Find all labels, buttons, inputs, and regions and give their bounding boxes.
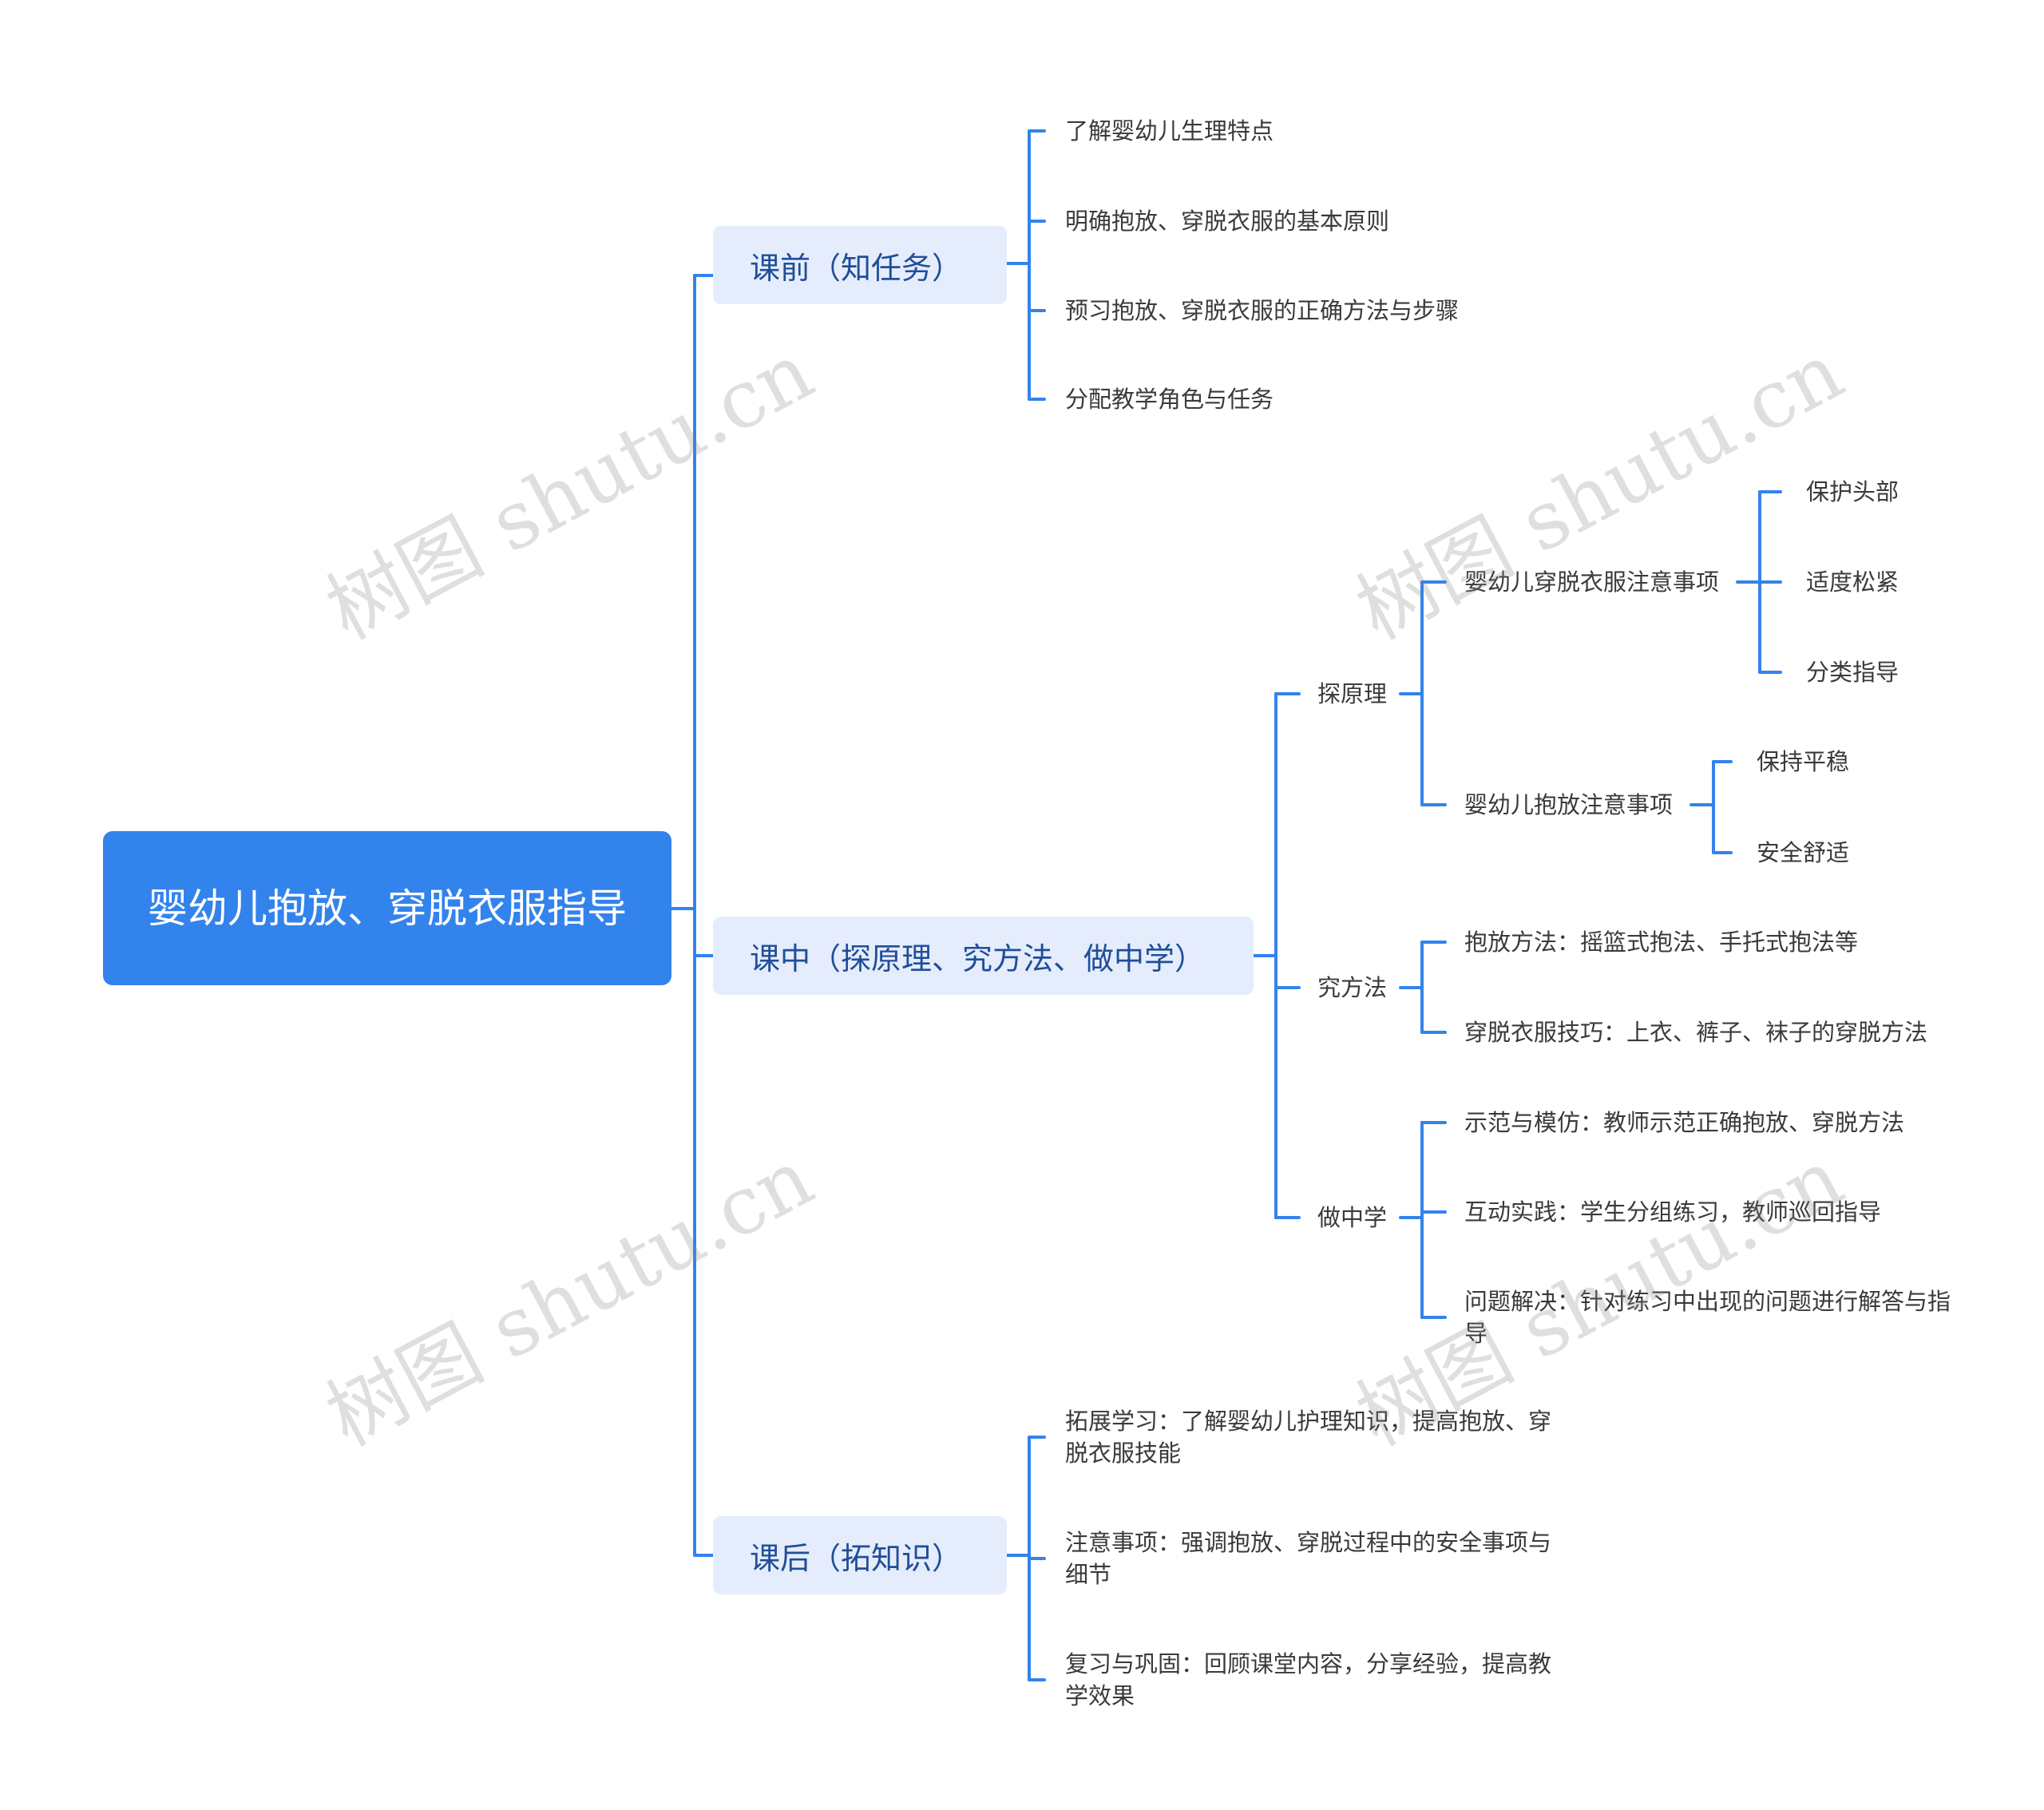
method-item-1[interactable]: 抱放方法：摇篮式抱法、手托式抱法等 <box>1464 929 1859 956</box>
node-hold-notes[interactable]: 婴幼儿抱放注意事项 <box>1464 791 1674 818</box>
post-item-2[interactable]: 注意事项：强调抱放、穿脱过程中的安全事项与细节 <box>1065 1529 1552 1588</box>
branch-post-class[interactable]: 课后（拓知识） <box>713 1516 1007 1594</box>
practice-item-1[interactable]: 示范与模仿：教师示范正确抱放、穿脱方法 <box>1464 1109 1905 1136</box>
hold-note-2[interactable]: 安全舒适 <box>1757 839 1850 866</box>
branch-pre-class-label: 课前（知任务） <box>750 250 963 286</box>
dress-note-1[interactable]: 保护头部 <box>1806 478 1899 505</box>
pre-item-4[interactable]: 分配教学角色与任务 <box>1065 386 1274 413</box>
branch-pre-class[interactable]: 课前（知任务） <box>713 226 1007 304</box>
post-item-1[interactable]: 拓展学习：了解婴幼儿护理知识，提高抱放、穿脱衣服技能 <box>1065 1408 1552 1467</box>
branch-in-class-label: 课中（探原理、究方法、做中学） <box>750 941 1206 976</box>
node-dress-notes[interactable]: 婴幼儿穿脱衣服注意事项 <box>1464 568 1720 596</box>
dress-note-2[interactable]: 适度松紧 <box>1806 568 1899 596</box>
node-zuo-zhongxue[interactable]: 做中学 <box>1317 1204 1388 1231</box>
practice-item-3[interactable]: 问题解决：针对练习中出现的问题进行解答与指导 <box>1464 1288 1951 1347</box>
hold-note-1[interactable]: 保持平稳 <box>1757 748 1850 775</box>
branch-post-class-label: 课后（拓知识） <box>750 1540 963 1576</box>
post-item-3[interactable]: 复习与巩固：回顾课堂内容，分享经验，提高教学效果 <box>1065 1650 1552 1709</box>
node-jiu-fangfa[interactable]: 究方法 <box>1317 974 1388 1001</box>
dress-note-3[interactable]: 分类指导 <box>1806 659 1899 686</box>
branch-in-class[interactable]: 课中（探原理、究方法、做中学） <box>713 917 1254 995</box>
node-tan-yuanli[interactable]: 探原理 <box>1317 680 1388 707</box>
pre-item-2[interactable]: 明确抱放、穿脱衣服的基本原则 <box>1065 208 1390 235</box>
practice-item-2[interactable]: 互动实践：学生分组练习，教师巡回指导 <box>1464 1198 1882 1226</box>
method-item-2[interactable]: 穿脱衣服技巧：上衣、裤子、袜子的穿脱方法 <box>1464 1019 1928 1046</box>
pre-item-3[interactable]: 预习抱放、穿脱衣服的正确方法与步骤 <box>1065 297 1460 324</box>
root-label: 婴幼儿抱放、穿脱衣服指导 <box>148 885 627 932</box>
pre-item-1[interactable]: 了解婴幼儿生理特点 <box>1065 117 1274 145</box>
root-node[interactable]: 婴幼儿抱放、穿脱衣服指导 <box>103 831 671 985</box>
